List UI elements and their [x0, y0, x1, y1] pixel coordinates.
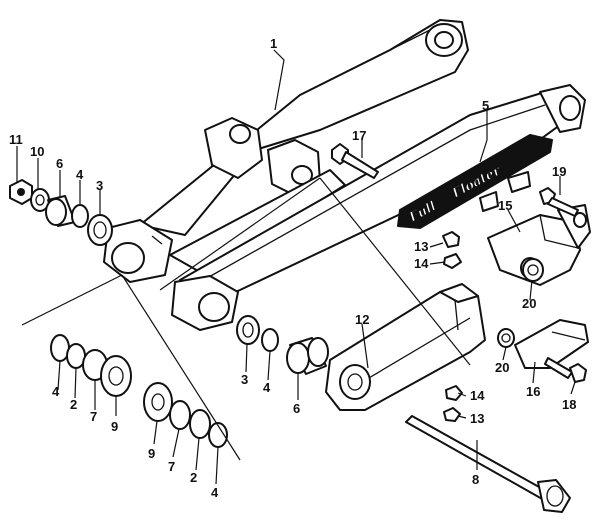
callout-8: 8: [472, 472, 479, 487]
callout-4b: 4: [52, 384, 60, 399]
callout-labels: 1 5 17 11 10 6 4 3 19 15 13 14 20 12 20 …: [9, 36, 576, 500]
callout-16: 16: [526, 384, 540, 399]
callout-4a: 4: [76, 167, 84, 182]
callout-17: 17: [352, 128, 366, 143]
explode-lines: [21, 177, 471, 461]
callout-9a: 9: [111, 419, 118, 434]
right-lower-hardware: [143, 382, 228, 448]
axle-bolt-8: [405, 415, 571, 513]
fittings-13-14-upper: [442, 231, 462, 269]
callout-7a: 7: [90, 409, 97, 424]
callout-6a: 6: [56, 156, 63, 171]
callout-10: 10: [30, 144, 44, 159]
callout-14b: 14: [470, 388, 485, 403]
seal-4: [71, 204, 89, 228]
bolt-19: [539, 187, 579, 217]
nut-20a: [522, 258, 544, 282]
callout-2b: 2: [190, 470, 197, 485]
callout-1: 1: [270, 36, 277, 51]
callout-7b: 7: [168, 459, 175, 474]
chain-case-12: [325, 283, 486, 411]
bearing-3: [87, 214, 113, 246]
callout-11: 11: [9, 132, 23, 147]
spacer-6: [45, 198, 67, 226]
callout-2a: 2: [70, 397, 77, 412]
bolt-17: [331, 143, 379, 179]
fittings-13-14-lower: [443, 385, 463, 422]
callout-15: 15: [498, 198, 512, 213]
callout-6b: 6: [293, 401, 300, 416]
callout-4c: 4: [263, 380, 271, 395]
left-pivot-hardware: [9, 179, 113, 246]
callout-5: 5: [482, 98, 489, 113]
callout-12: 12: [355, 312, 369, 327]
nut-20b: [497, 328, 515, 348]
callout-19: 19: [552, 164, 566, 179]
callout-18: 18: [562, 397, 576, 412]
left-lower-hardware: [50, 334, 132, 397]
callout-20b: 20: [495, 360, 509, 375]
leader-lines: [16, 49, 576, 485]
bracket-16: [514, 319, 589, 369]
center-pivot-hardware: [236, 315, 329, 375]
callout-9b: 9: [148, 446, 155, 461]
bolt-18: [544, 357, 587, 383]
callout-13a: 13: [414, 239, 428, 254]
callout-4d: 4: [211, 485, 219, 500]
swingarm: [103, 19, 586, 331]
callout-3a: 3: [96, 178, 103, 193]
callout-3b: 3: [241, 372, 248, 387]
callout-13b: 13: [470, 411, 484, 426]
callout-14a: 14: [414, 256, 429, 271]
callout-20a: 20: [522, 296, 536, 311]
